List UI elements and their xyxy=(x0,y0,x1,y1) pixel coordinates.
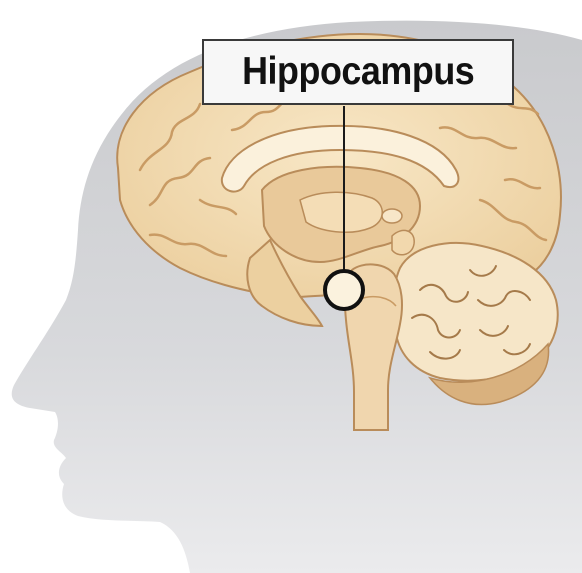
label-box: Hippocampus xyxy=(202,39,514,105)
midbrain-tectum xyxy=(392,230,414,254)
pineal-region xyxy=(382,209,402,223)
hippocampus-marker xyxy=(325,271,363,309)
thalamus xyxy=(300,192,382,232)
hippocampus-label: Hippocampus xyxy=(242,50,474,94)
